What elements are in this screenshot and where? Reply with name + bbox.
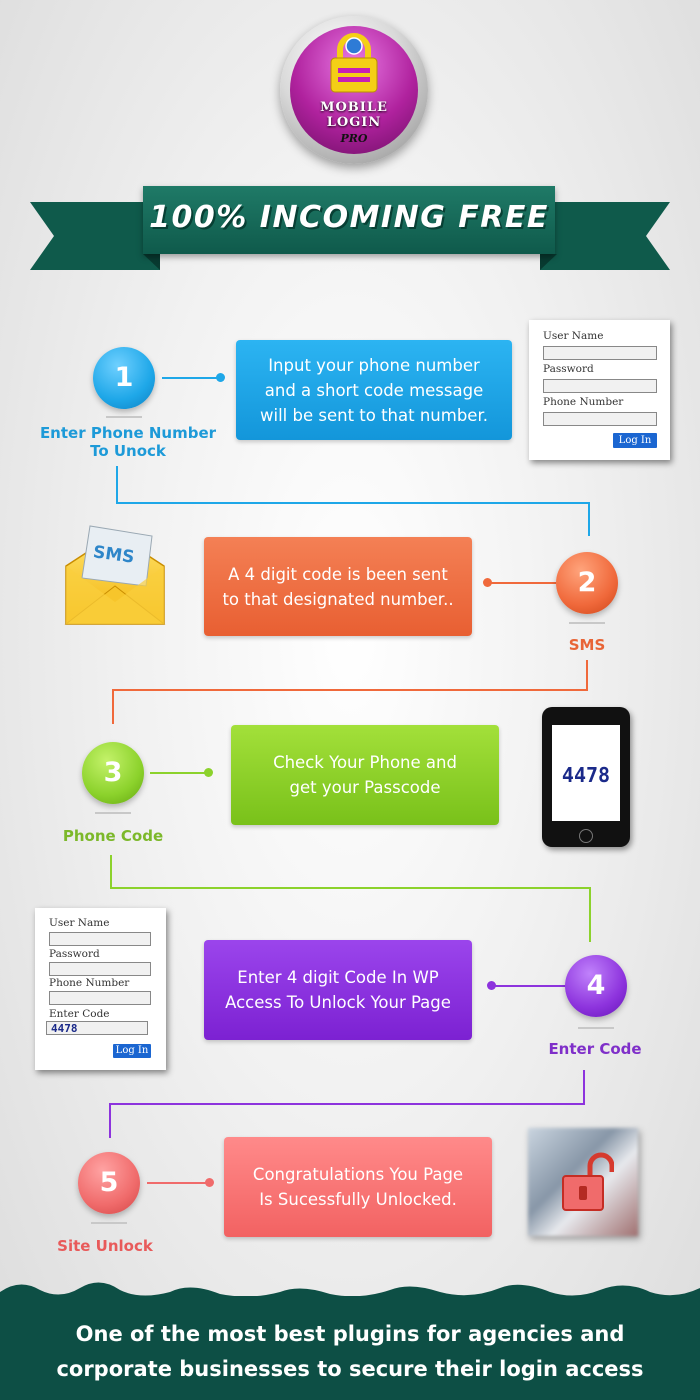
form2-login-button: Log In: [113, 1044, 151, 1058]
form1-user-name-label: User Name: [543, 330, 604, 342]
step-2-text-line2: to that designated number..: [222, 589, 454, 609]
form2-password-label: Password: [49, 948, 100, 960]
step-4-circle-shadow: [578, 1027, 614, 1029]
step-1-box: Input your phone number and a short code…: [236, 340, 512, 440]
logo-text-mobile: MOBILE: [320, 100, 388, 115]
open-padlock-icon: [562, 1152, 614, 1211]
step-4-connector: [492, 985, 566, 987]
step-4-box: Enter 4 digit Code In WP Access To Unloc…: [204, 940, 472, 1040]
step-5-text-line2: Is Sucessfully Unlocked.: [259, 1190, 457, 1209]
step-5-circle: 5: [78, 1152, 140, 1214]
step-5-connector-dot: [205, 1178, 214, 1187]
step-1-label-line2: To Unock: [90, 442, 166, 460]
step-1-label: Enter Phone Number To Unock: [18, 424, 238, 460]
step-1-text-line2: and a short code message: [264, 380, 484, 400]
step-5-circle-shadow: [91, 1222, 127, 1224]
step-5-label: Site Unlock: [57, 1237, 153, 1255]
logo-text-login: LOGIN: [326, 115, 382, 130]
form2-password-field: [49, 962, 151, 976]
logo-badge: MOBILE LOGIN PRO: [290, 26, 418, 154]
step-1-connector-dot: [216, 373, 225, 382]
footer-wave-edge: [0, 1282, 700, 1300]
step-5-connector: [147, 1182, 209, 1184]
step-2-connector: [488, 582, 556, 584]
phone-screen-code: 4478: [561, 763, 611, 787]
login-form-mockup-1: User Name Password Phone Number Log In: [529, 320, 670, 460]
step-2-connector-dot: [483, 578, 492, 587]
step-1-text-line1: Input your phone number: [268, 355, 480, 375]
step-3-circle-shadow: [95, 812, 131, 814]
form2-user-name-field: [49, 932, 151, 946]
form1-user-name-field: [543, 346, 657, 360]
form1-password-label: Password: [543, 363, 594, 375]
step-1-circle-shadow: [106, 416, 142, 418]
step-2-circle: 2: [556, 552, 618, 614]
step-4-label: Enter Code: [548, 1040, 642, 1058]
step-3-text-line2: get your Passcode: [289, 778, 441, 797]
sms-envelope-icon: [64, 525, 166, 625]
banner-title: 100% INCOMING FREE: [149, 200, 549, 235]
step-1-connector: [162, 377, 222, 379]
step-3-text-line1: Check Your Phone and: [273, 753, 457, 772]
step-3-circle: 3: [82, 742, 144, 804]
step-4-text-line1: Enter 4 digit Code In WP: [237, 968, 439, 987]
step-1-label-line1: Enter Phone Number: [39, 424, 217, 442]
step-2-circle-shadow: [569, 622, 605, 624]
phone-home-button: [579, 829, 593, 843]
phone-mockup: 4478: [542, 707, 630, 847]
padlock-icon: [330, 33, 378, 93]
footer-line-1: One of the most best plugins for agencie…: [75, 1322, 625, 1346]
step-4-circle: 4: [565, 955, 627, 1017]
step-2-text-line1: A 4 digit code is been sent: [228, 564, 448, 584]
step-2-label: SMS: [568, 636, 606, 654]
login-form-mockup-2: User Name Password Phone Number Enter Co…: [35, 908, 166, 1070]
step-1-text-line3: will be sent to that number.: [260, 405, 488, 425]
step-1-circle: 1: [93, 347, 155, 409]
form2-phone-field: [49, 991, 151, 1005]
form1-login-button: Log In: [613, 433, 657, 448]
form2-phone-label: Phone Number: [49, 977, 130, 989]
step-3-box: Check Your Phone and get your Passcode: [231, 725, 499, 825]
step-2-box: A 4 digit code is been sent to that desi…: [204, 537, 472, 636]
form2-code-field: 4478: [46, 1021, 148, 1035]
phone-screen: 4478: [552, 725, 620, 821]
step-5-text-line1: Congratulations You Page: [252, 1165, 464, 1184]
form1-phone-field: [543, 412, 657, 426]
form1-phone-label: Phone Number: [543, 396, 624, 408]
footer-line-2: corporate businesses to secure their log…: [56, 1357, 644, 1381]
step-3-connector-dot: [204, 768, 213, 777]
form1-password-field: [543, 379, 657, 393]
mobile-login-pro-logo: MOBILE LOGIN PRO: [280, 16, 428, 164]
step-3-connector: [150, 772, 208, 774]
logo-text-pro: PRO: [340, 132, 368, 145]
footer: One of the most best plugins for agencie…: [0, 1296, 700, 1400]
form2-user-name-label: User Name: [49, 917, 110, 929]
banner: 100% INCOMING FREE: [143, 186, 555, 254]
form2-enter-code-label: Enter Code: [49, 1008, 110, 1020]
step-4-text-line2: Access To Unlock Your Page: [225, 993, 451, 1012]
step-4-connector-dot: [487, 981, 496, 990]
step-3-label: Phone Code: [62, 827, 164, 845]
banner-ribbon-tails: [30, 202, 670, 270]
step-5-box: Congratulations You Page Is Sucessfully …: [224, 1137, 492, 1237]
